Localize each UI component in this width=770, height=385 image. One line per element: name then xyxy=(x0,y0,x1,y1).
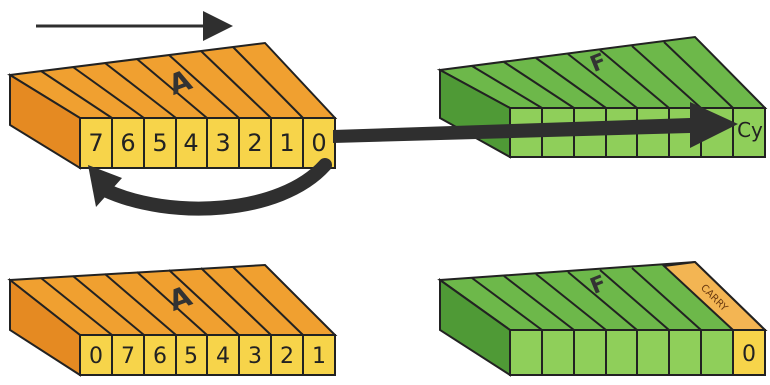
register-a-top-slats xyxy=(40,46,304,119)
bit-cell: 6 xyxy=(153,344,167,369)
register-a-top-cell-dividers xyxy=(111,118,304,168)
bit-cell: 5 xyxy=(152,129,167,157)
carry-bit-value: 0 xyxy=(742,342,756,367)
bit-cell: 0 xyxy=(89,344,103,369)
carry-flag-label: Cy xyxy=(737,118,763,142)
bit-cell: 7 xyxy=(121,344,135,369)
bit-cell: 4 xyxy=(183,129,198,157)
register-f-top: F xyxy=(436,35,768,159)
rotate-arrow-icon xyxy=(88,158,332,216)
bit-cell: 5 xyxy=(184,344,198,369)
bit-cell: 1 xyxy=(312,344,326,369)
register-a-bottom-bits: 0 7 6 5 4 3 2 1 xyxy=(89,344,326,369)
bit-cell: 3 xyxy=(248,344,262,369)
register-f-bottom: F CARRY 0 xyxy=(437,260,768,377)
bit-cell: 7 xyxy=(88,129,103,157)
bit-cell: 0 xyxy=(311,129,326,157)
bit-cell: 1 xyxy=(279,129,294,157)
register-a-bottom-slats xyxy=(40,266,304,336)
bit-cell: 3 xyxy=(215,129,230,157)
carry-bit-top-face xyxy=(661,260,768,331)
register-f-bottom-slats xyxy=(471,267,702,331)
bit0-to-carry-arrow-icon xyxy=(333,102,738,148)
register-a-bottom: A 0 7 6 5 4 3 2 1 xyxy=(7,263,338,377)
register-a-top-bits: 7 6 5 4 3 2 1 0 xyxy=(88,129,326,157)
register-f-top-slats xyxy=(471,41,734,109)
bit-cell: 2 xyxy=(247,129,262,157)
bit-cell: 4 xyxy=(216,344,230,369)
register-f-bottom-cell-dividers xyxy=(541,330,702,375)
bit-cell: 2 xyxy=(280,344,294,369)
register-a-top: A 7 6 5 4 3 2 1 0 xyxy=(7,41,338,170)
register-a-bottom-cell-dividers xyxy=(111,335,304,375)
bit-cell: 6 xyxy=(120,129,135,157)
